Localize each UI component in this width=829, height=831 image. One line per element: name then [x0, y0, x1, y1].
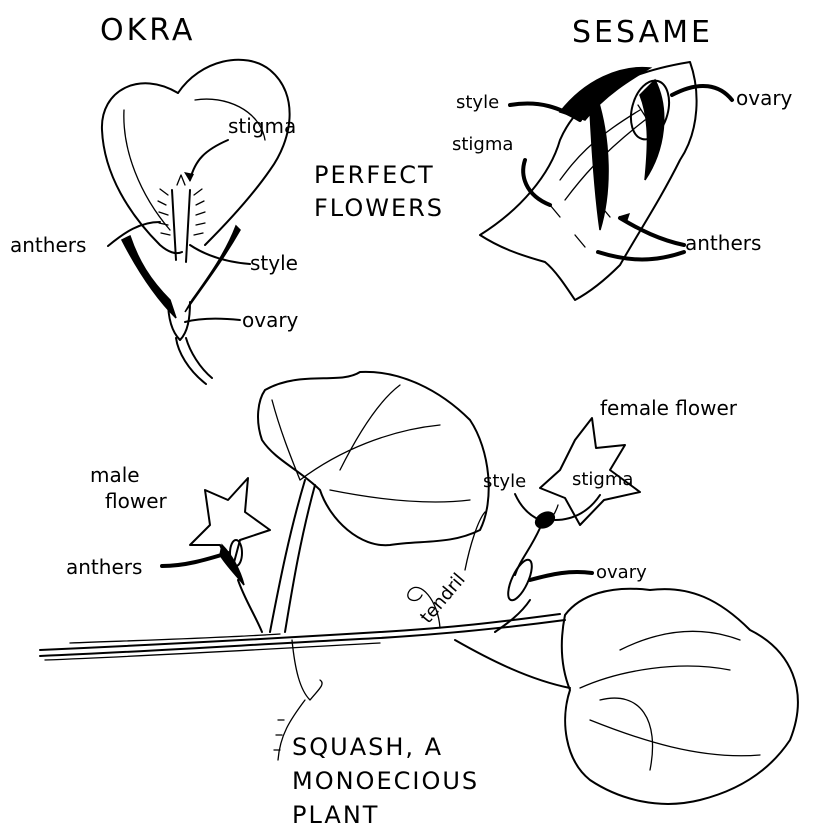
okra-sepal-right [185, 226, 240, 312]
squash-caption-line3: PLANT [292, 801, 379, 829]
squash-label-male-line1: male [90, 463, 140, 487]
sesame-label-style: style [456, 92, 499, 113]
squash-label-female-ovary: ovary [596, 562, 647, 583]
okra-title: OKRA [100, 13, 195, 48]
squash-leaf-lower [562, 589, 798, 804]
squash-label-female-style: style [483, 471, 526, 492]
squash-leaf-upper [258, 372, 489, 545]
okra-pedicel [176, 338, 212, 384]
perfect-flowers-heading: PERFECT FLOWERS [314, 161, 444, 222]
perfect-flowers-line1: PERFECT [314, 161, 435, 189]
okra-label-style: style [250, 251, 298, 275]
sesame-label-stigma: stigma [452, 134, 513, 155]
squash-label-male-line2: flower [105, 489, 167, 513]
sesame-label-anthers: anthers [685, 231, 761, 255]
sesame-drawing: SESAME style stigma ovary anthers [452, 15, 793, 300]
squash-label-tendril: tendril [416, 569, 470, 627]
okra-petal-left [102, 83, 182, 253]
squash-stem [40, 614, 560, 650]
sesame-label-ovary: ovary [736, 86, 793, 110]
perfect-flowers-line2: FLOWERS [314, 194, 444, 222]
squash-label-female-flower: female flower [600, 396, 738, 420]
okra-label-stigma: stigma [228, 114, 296, 138]
okra-label-ovary: ovary [242, 308, 299, 332]
okra-style-column [172, 190, 190, 262]
squash-label-male-anthers: anthers [66, 555, 142, 579]
okra-label-anthers: anthers [10, 233, 86, 257]
okra-drawing: OKRA stigma anthers style ovary [10, 13, 299, 384]
squash-label-female-stigma: stigma [572, 469, 633, 490]
sesame-title: SESAME [572, 15, 713, 50]
squash-caption-line2: MONOECIOUS [292, 767, 479, 795]
squash-caption-line1: SQUASH, A [292, 733, 443, 761]
okra-petal-right [178, 60, 290, 245]
squash-drawing: male flower anthers female flower style … [40, 372, 798, 829]
